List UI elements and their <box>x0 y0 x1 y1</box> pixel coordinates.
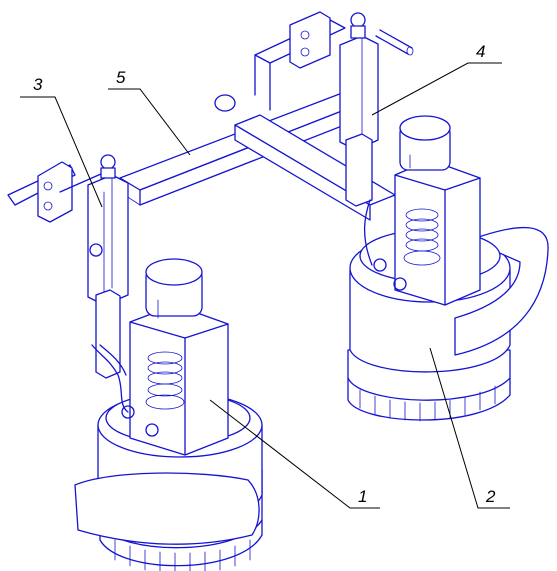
right-rotor-unit <box>347 115 549 422</box>
callout-label-5: 5 <box>116 68 126 87</box>
callout-label-4: 4 <box>476 42 485 61</box>
callout-label-1: 1 <box>358 487 367 506</box>
callout-label-3: 3 <box>33 75 43 94</box>
right-post <box>339 12 379 207</box>
callout-leaders <box>20 62 510 509</box>
callout-label-2: 2 <box>485 487 496 506</box>
frame-beam <box>7 11 414 223</box>
left-rotor-unit <box>74 258 263 571</box>
